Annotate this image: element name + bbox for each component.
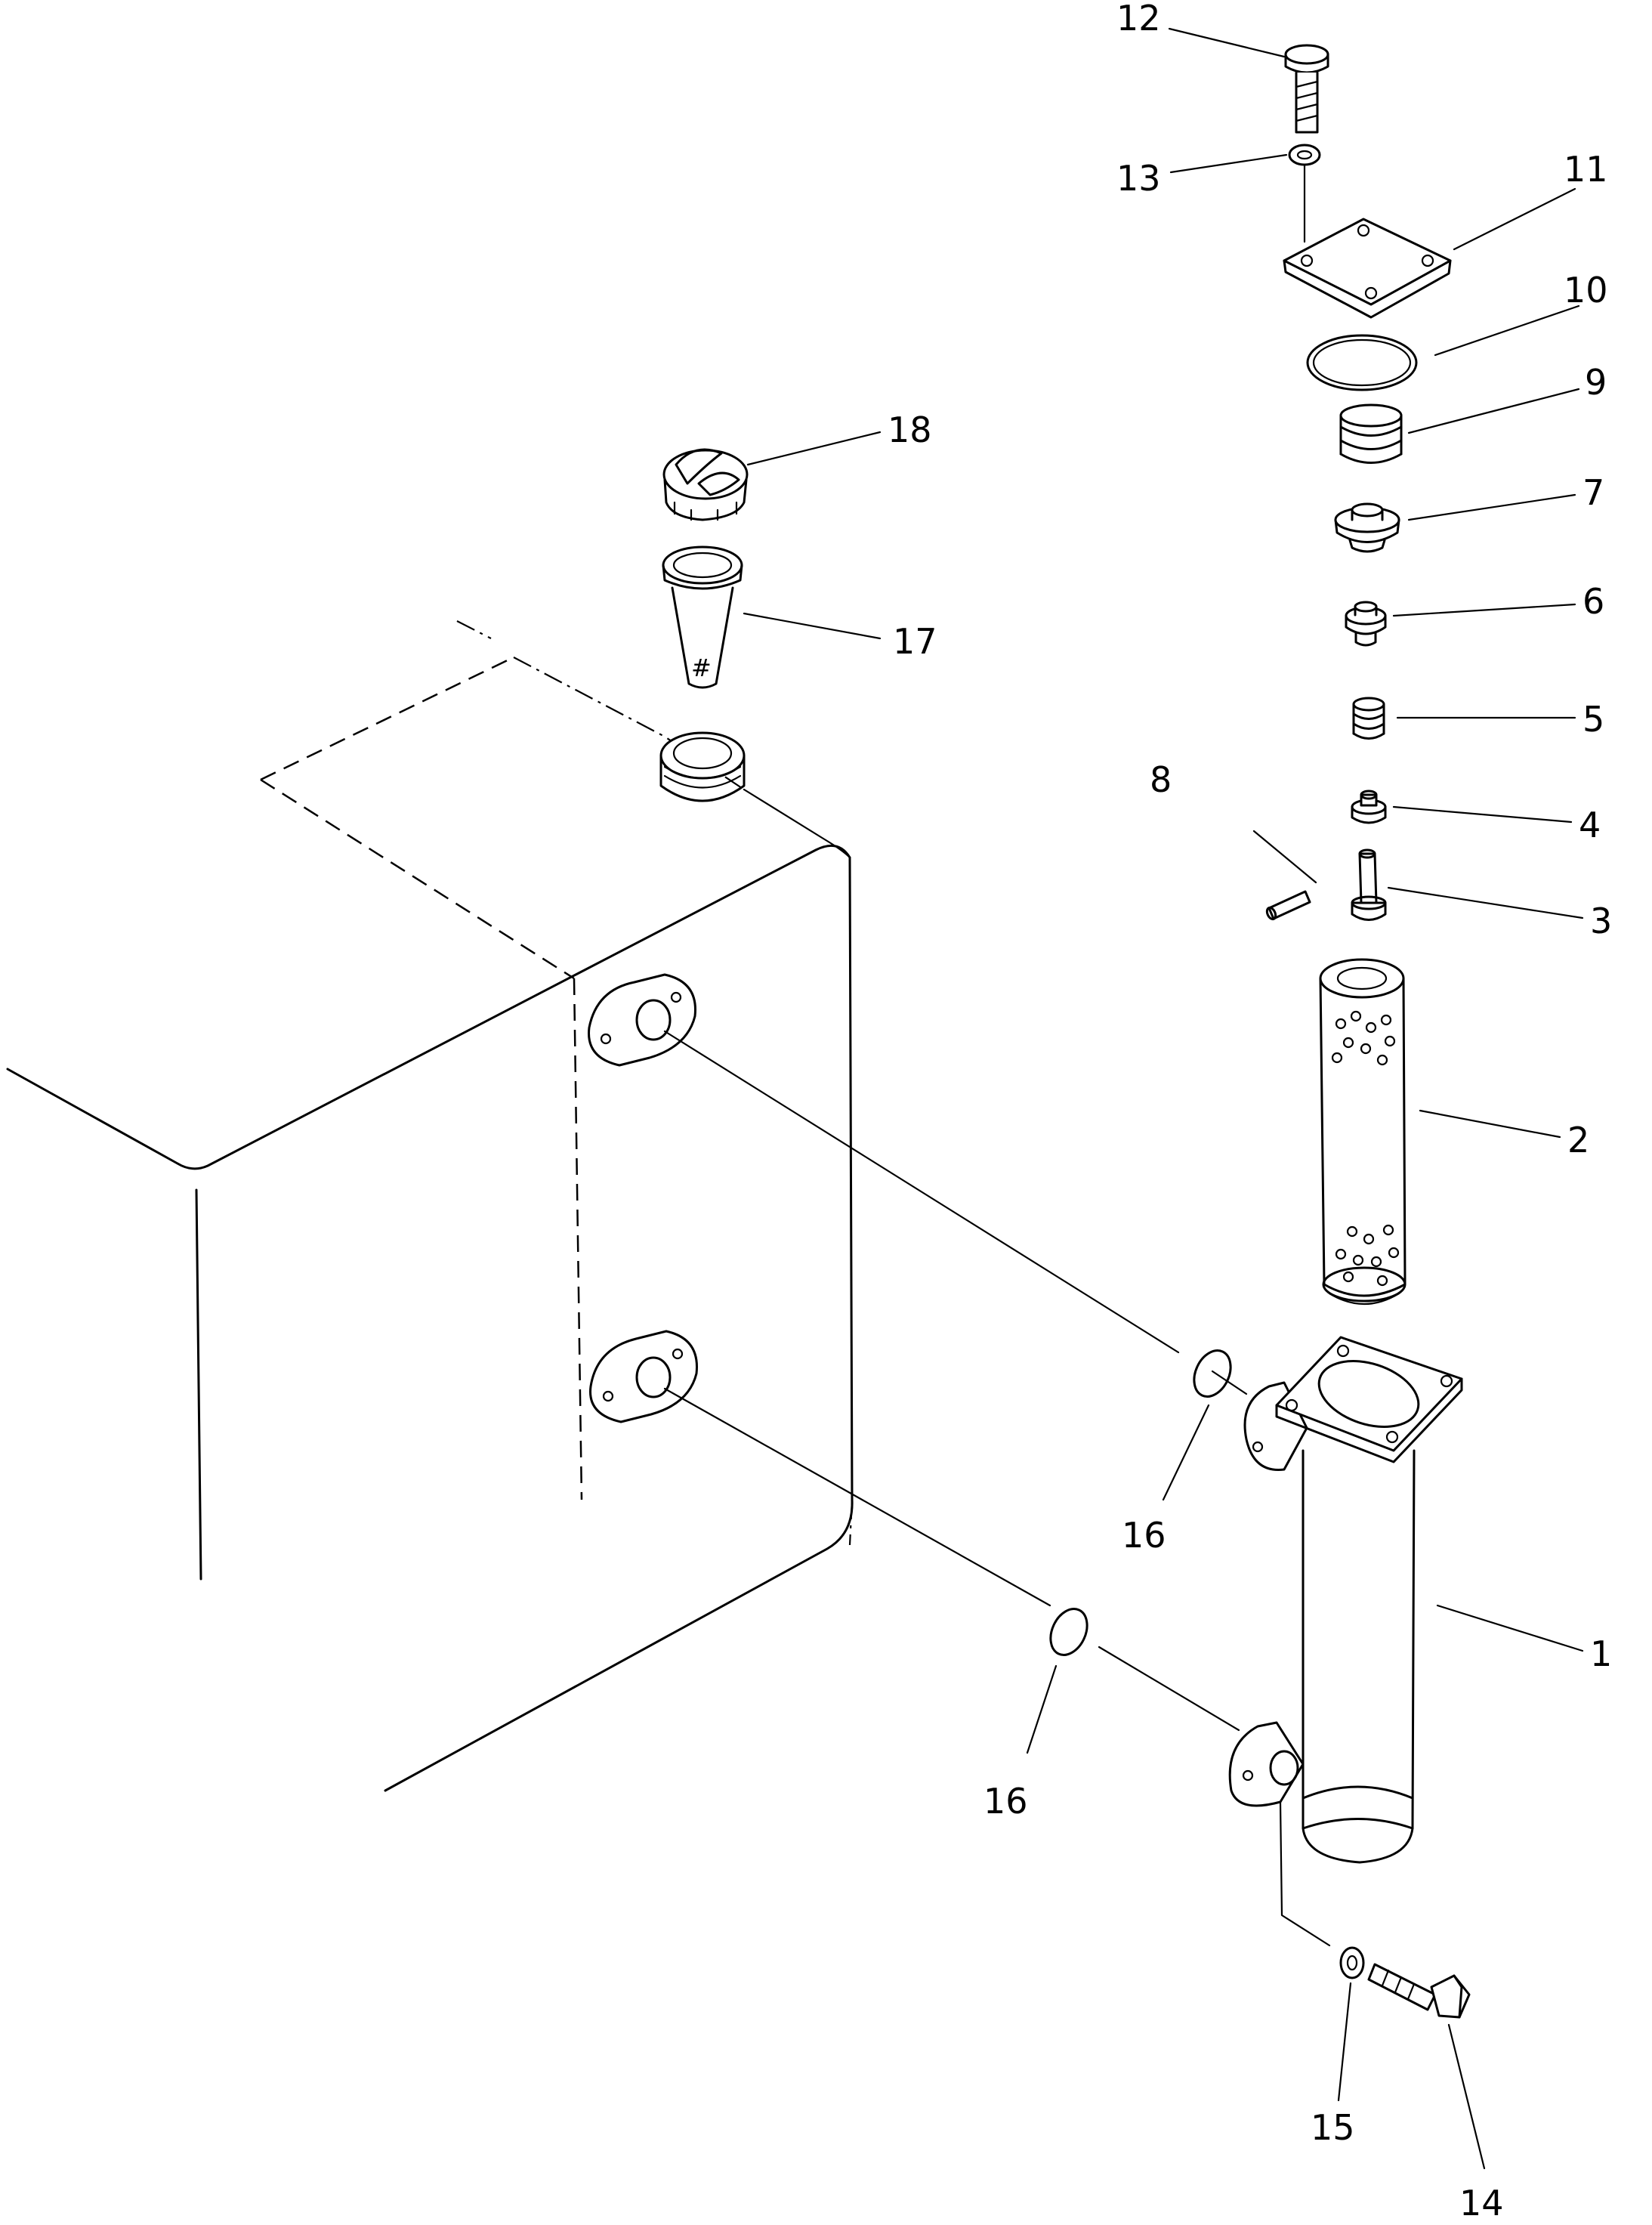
callout-10: 10	[1564, 270, 1608, 311]
callout-6: 6	[1583, 581, 1604, 622]
valve-body	[1334, 502, 1400, 553]
pipe-line-upper	[663, 1030, 1180, 1354]
callout-18: 18	[888, 409, 932, 450]
bolt-12	[1284, 44, 1329, 134]
callout-12: 12	[1116, 0, 1161, 39]
valve-guide	[1351, 848, 1387, 921]
callout-9: 9	[1585, 362, 1607, 403]
leader-lines	[743, 27, 1584, 2170]
callout-4: 4	[1579, 805, 1601, 845]
callout-14: 14	[1459, 2183, 1504, 2221]
filter-case	[1228, 1336, 1463, 1947]
callout-labels: 1 2 3 4 5 6 7 8 9 10 11 12 13 14 15 16 1…	[888, 0, 1612, 2223]
callout-7: 7	[1583, 472, 1604, 513]
pin	[1265, 890, 1311, 921]
tank-port-lower	[589, 1330, 698, 1423]
callout-16-upper: 16	[1122, 1515, 1166, 1556]
valve-seat-small	[1345, 601, 1387, 647]
o-ring-16-lower	[1049, 1608, 1088, 1656]
callout-16-lower: 16	[983, 1781, 1028, 1822]
pipe-line-lower	[663, 1387, 1051, 1607]
cover	[1283, 218, 1452, 319]
washer-13	[1288, 144, 1321, 243]
washer-15	[1339, 1946, 1365, 1979]
pipe-line-upper-b	[1211, 1370, 1248, 1395]
o-ring-16-upper	[1193, 1349, 1232, 1398]
o-ring-10	[1306, 334, 1418, 391]
filler-cap	[662, 448, 749, 521]
strainer: #	[662, 545, 743, 689]
o-ring-10-inner	[1312, 338, 1412, 387]
callout-3: 3	[1590, 901, 1612, 941]
filter-element	[1319, 958, 1407, 1305]
bolt-14	[1367, 1963, 1471, 2019]
valve	[1351, 790, 1387, 824]
tank-filler-neck	[659, 731, 746, 802]
hydraulic-tank	[6, 620, 854, 1792]
pipe-line-lower-b	[1098, 1646, 1240, 1732]
callout-2: 2	[1567, 1120, 1589, 1160]
callout-11: 11	[1564, 149, 1608, 190]
callout-15: 15	[1311, 2107, 1355, 2148]
callout-13: 13	[1116, 158, 1161, 199]
tank-port-upper	[588, 973, 696, 1067]
strainer-mark: #	[691, 654, 712, 682]
callout-8: 8	[1150, 759, 1172, 800]
callout-17: 17	[893, 621, 937, 662]
callout-1: 1	[1590, 1633, 1612, 1674]
spring-small	[1352, 697, 1385, 740]
callout-5: 5	[1583, 699, 1604, 740]
spring-large	[1339, 403, 1403, 464]
